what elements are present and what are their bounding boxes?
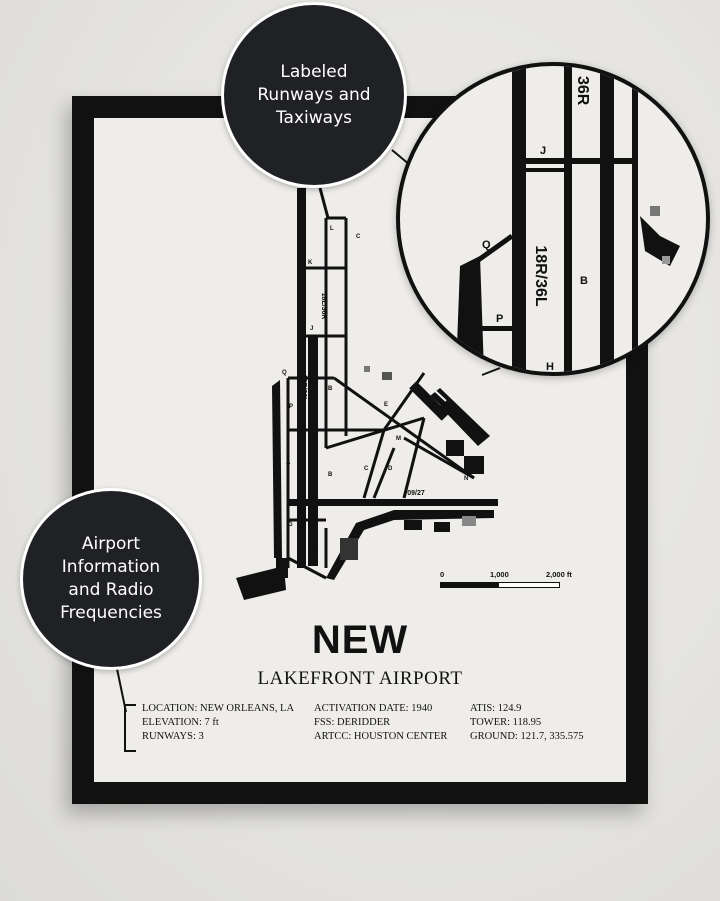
taxiway-lines (286, 187, 475, 580)
taxiway-label: A (286, 460, 291, 466)
taxiway-label: Q (282, 370, 287, 376)
zoom-label-runway-36r: 36R (574, 76, 591, 106)
info-column-2: ACTIVATION DATE: 1940 FSS: DERIDDER ARTC… (314, 702, 447, 744)
info-line: LOCATION: NEW ORLEANS, LA (142, 703, 295, 714)
info-line: ARTCC: HOUSTON CENTER (314, 731, 448, 742)
label-runway-18r-36l: 18R/36L (300, 375, 307, 403)
callout-line: Taxiways (275, 107, 352, 128)
callout-line: and Radio (68, 580, 154, 600)
callout-line: Information (61, 557, 161, 577)
info-line: ATIS: 124.9 (470, 703, 522, 714)
east-terminal (364, 366, 490, 474)
taxiway-label: E (384, 402, 388, 408)
runway-18r-36l (308, 336, 318, 566)
taxiway-label: M (396, 436, 401, 442)
scale-bar-empty (498, 582, 560, 588)
left-apron (236, 380, 288, 600)
info-line: RUNWAYS: 3 (142, 731, 204, 742)
zoom-taxiway-label: B (580, 275, 588, 287)
info-line: ELEVATION: 7 ft (142, 717, 219, 728)
callout-line: Airport (81, 534, 141, 554)
taxiway-label: J (310, 326, 313, 332)
info-line: ACTIVATION DATE: 1940 (314, 703, 433, 714)
info-line: GROUND: 121.7, 335.575 (470, 731, 584, 742)
taxiway-label: H (312, 432, 316, 438)
taxiway-label: B (328, 472, 333, 478)
zoom-taxiway-label: Q (482, 239, 491, 251)
scale-label: 1,000 (490, 570, 509, 579)
label-runway-18l-36r: 18L/36R (320, 293, 327, 320)
info-line: TOWER: 118.95 (470, 717, 542, 728)
info-line: FSS: DERIDDER (314, 717, 391, 728)
south-apron (326, 510, 494, 580)
taxiway-label: B (328, 386, 333, 392)
taxiway-label: G (288, 522, 293, 528)
zoom-label-runway-18r-36l: 18R/36L (532, 245, 549, 307)
scale-label: 0 (440, 570, 445, 579)
info-column-3: ATIS: 124.9 TOWER: 118.95 GROUND: 121.7,… (470, 702, 583, 744)
airport-map: 18L/36R 18R/36L 09/27 C L K J Q P B H E … (236, 187, 498, 600)
taxiway-label: D (388, 466, 393, 472)
taxiway-label: N (464, 476, 468, 482)
taxiway-label: P (289, 404, 293, 410)
zoom-taxiway-label: J (540, 145, 546, 157)
airport-code: NEW (311, 618, 409, 662)
callout-line: Runways and (257, 84, 371, 105)
zoom-detail-circle: 36R 18R/36L J Q B P H (396, 62, 710, 376)
taxiway-label: C (364, 466, 369, 472)
runway-09-27 (288, 499, 498, 506)
callout-airport-information: Airport Information and Radio Frequencie… (20, 488, 202, 670)
info-bracket (124, 704, 136, 752)
scale-label: 2,000 ft (546, 570, 572, 579)
airport-name: LAKEFRONT AIRPORT (257, 668, 463, 689)
label-runway-09-27: 09/27 (407, 490, 425, 497)
poster-paper: 18L/36R 18R/36L 09/27 C L K J Q P B H E … (94, 118, 626, 782)
callout-line: Frequencies (60, 603, 162, 623)
taxiway-label: C (356, 234, 361, 240)
callout-runways-taxiways: Labeled Runways and Taxiways (221, 2, 407, 188)
taxiway-label: F (314, 548, 318, 554)
callout-line: Labeled (280, 61, 348, 82)
zoom-map: 36R 18R/36L J Q B P H (456, 66, 680, 372)
zoom-taxiway-label: P (496, 313, 503, 325)
taxiway-label: K (308, 260, 313, 266)
info-column-1: LOCATION: NEW ORLEANS, LA ELEVATION: 7 f… (142, 702, 294, 744)
taxiway-label: L (330, 226, 334, 232)
zoom-taxiway-label: H (546, 361, 554, 372)
